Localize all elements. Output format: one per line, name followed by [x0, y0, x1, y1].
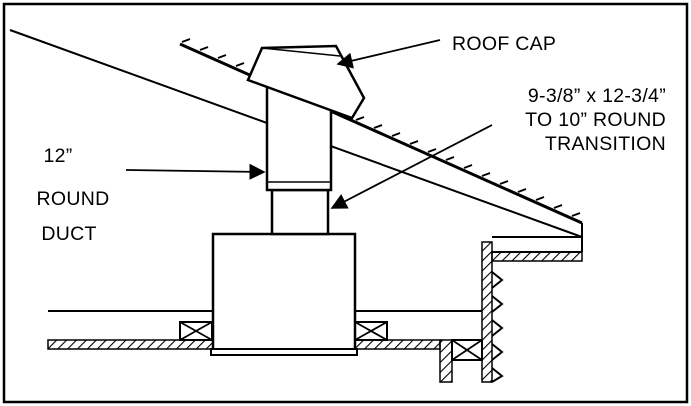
label-transition-line1: 9-3/8” x 12-3/4”: [528, 85, 666, 107]
arrow-transition: [330, 124, 493, 209]
label-roof-cap: ROOF CAP: [452, 33, 556, 55]
label-transition-line2: TO 10” ROUND: [525, 109, 666, 131]
roof-cap: [246, 44, 366, 120]
label-duct-line2: ROUND: [37, 188, 110, 210]
soffit: [491, 251, 583, 262]
label-duct-line1: 12”: [43, 145, 72, 167]
joist-block-right: [354, 321, 388, 341]
fan-housing: [210, 232, 358, 356]
arrow-roof-cap: [336, 39, 441, 69]
label-transition-line3: TRANSITION: [545, 133, 666, 155]
roof-shingles: [181, 38, 581, 217]
transition-piece: [270, 188, 330, 236]
arrow-round-duct: [125, 163, 266, 180]
top-plate: [439, 339, 483, 383]
joist-block-left: [179, 321, 213, 341]
label-duct-line3: DUCT: [41, 223, 96, 245]
